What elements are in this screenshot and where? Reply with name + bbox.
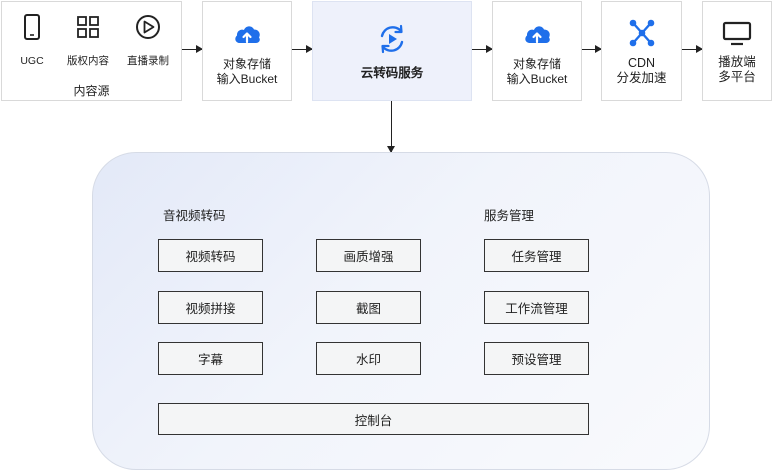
console-bar: 控制台 bbox=[158, 403, 589, 435]
storage-in-line2: 输入Bucket bbox=[216, 72, 278, 86]
feature-task-management: 任务管理 bbox=[484, 239, 589, 272]
feature-screenshot: 截图 bbox=[316, 291, 421, 324]
cdn-line1: CDN bbox=[627, 56, 656, 70]
content-source-box: UGC 版权内容 直播录制 内容源 bbox=[1, 1, 182, 101]
monitor-icon bbox=[722, 21, 752, 46]
transcode-service-box: 云转码服务 bbox=[312, 1, 472, 101]
arrow-transcode-to-panel bbox=[387, 101, 395, 153]
feature-subtitle: 字幕 bbox=[158, 342, 263, 375]
network-icon bbox=[629, 19, 654, 47]
player-line1: 播放端 bbox=[718, 55, 756, 69]
feature-workflow-management: 工作流管理 bbox=[484, 291, 589, 324]
source-item-ugc: UGC bbox=[10, 12, 54, 69]
arrow-cdn-to-player bbox=[682, 45, 703, 53]
service-management-title: 服务管理 bbox=[484, 209, 535, 223]
arrow-storage-to-transcode bbox=[292, 45, 313, 53]
source-item-label: 版权内容 bbox=[67, 55, 109, 67]
feature-preset-management: 预设管理 bbox=[484, 342, 589, 375]
source-item-label: 直播录制 bbox=[127, 55, 169, 67]
grid-icon bbox=[77, 16, 99, 38]
source-item-copyright: 版权内容 bbox=[60, 12, 116, 69]
player-box: 播放端 多平台 bbox=[702, 1, 772, 101]
cloud-upload-icon bbox=[525, 26, 550, 44]
feature-video-transcode: 视频转码 bbox=[158, 239, 263, 272]
arrow-storage-to-cdn bbox=[582, 45, 602, 53]
content-source-label: 内容源 bbox=[73, 84, 110, 98]
phone-icon bbox=[24, 14, 40, 40]
arrow-transcode-to-storage-out bbox=[472, 45, 493, 53]
source-item-live: 直播录制 bbox=[120, 12, 176, 69]
storage-in-box: 对象存储 输入Bucket bbox=[202, 1, 292, 101]
storage-out-line2: 输入Bucket bbox=[506, 72, 568, 86]
storage-out-line1: 对象存储 bbox=[512, 57, 561, 71]
feature-watermark: 水印 bbox=[316, 342, 421, 375]
cloud-upload-icon bbox=[235, 26, 260, 44]
player-line2: 多平台 bbox=[718, 70, 756, 84]
storage-out-box: 对象存储 输入Bucket bbox=[492, 1, 582, 101]
cdn-line2: 分发加速 bbox=[616, 71, 667, 85]
feature-quality-enhance: 画质增强 bbox=[316, 239, 421, 272]
arrow-source-to-storage bbox=[182, 45, 203, 53]
feature-video-splice: 视频拼接 bbox=[158, 291, 263, 324]
cdn-box: CDN 分发加速 bbox=[601, 1, 682, 101]
source-item-label: UGC bbox=[20, 55, 44, 67]
play-circle-icon bbox=[136, 15, 160, 39]
transcode-service-label: 云转码服务 bbox=[360, 65, 424, 80]
av-transcode-title: 音视频转码 bbox=[163, 209, 226, 223]
storage-in-line1: 对象存储 bbox=[222, 57, 271, 71]
refresh-play-icon bbox=[380, 24, 404, 53]
